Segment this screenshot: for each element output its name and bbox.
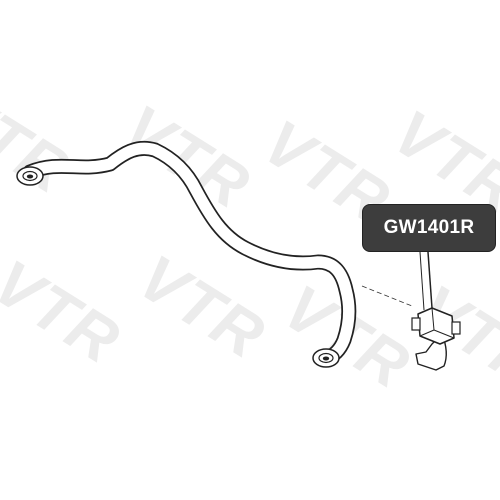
part-code-callout: GW1401R bbox=[362, 204, 496, 252]
right-end-eye bbox=[312, 348, 340, 368]
stabilizer-bar-body bbox=[24, 142, 355, 364]
leader-line bbox=[427, 251, 433, 309]
bushing-bracket bbox=[411, 307, 461, 371]
leader-line bbox=[419, 251, 425, 311]
part-code-label: GW1401R bbox=[383, 217, 475, 238]
left-end-eye bbox=[16, 166, 44, 186]
centerline bbox=[361, 285, 413, 307]
